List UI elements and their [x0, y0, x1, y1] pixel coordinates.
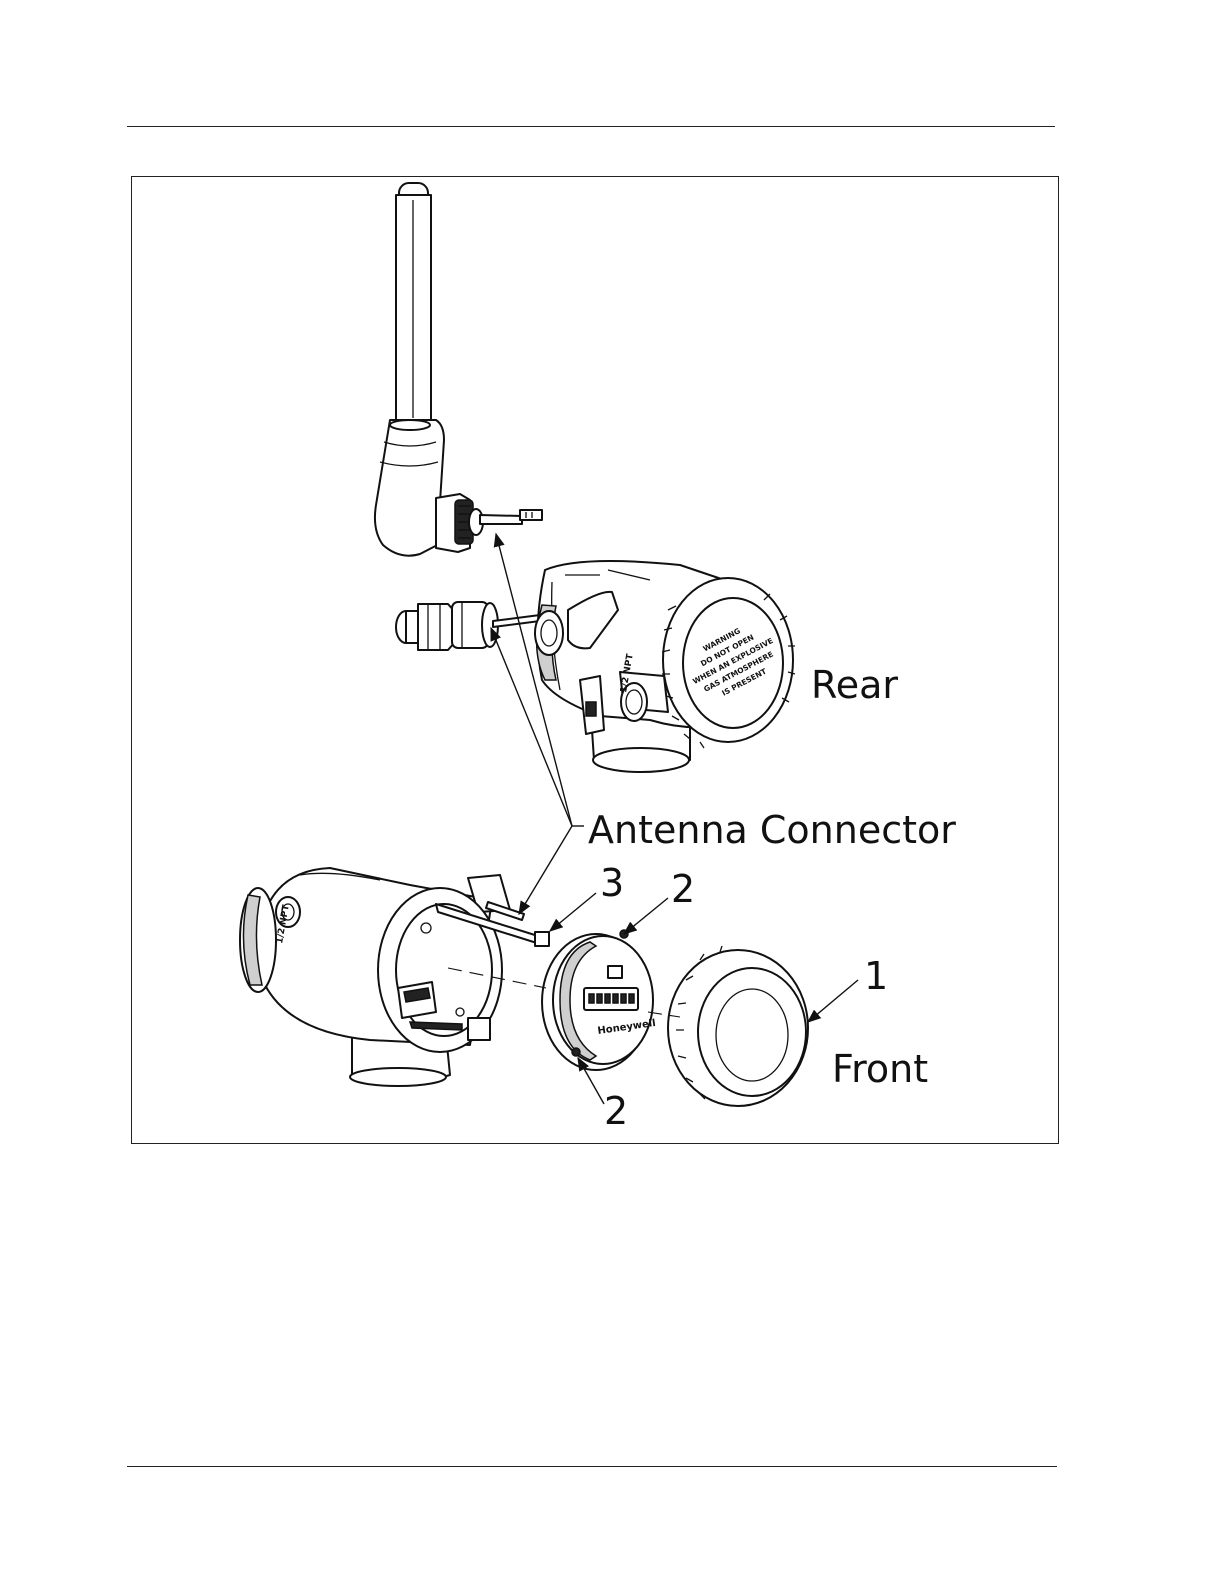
- callout-2-top-leader: [624, 898, 668, 934]
- footer-rule: [127, 1466, 1057, 1467]
- callout-3-leader: [550, 893, 596, 931]
- antenna: [375, 183, 542, 556]
- front-label: Front: [832, 1047, 928, 1091]
- callout-3-label: 3: [600, 861, 624, 905]
- rear-label: Rear: [811, 663, 898, 707]
- antenna-connector-label: Antenna Connector: [588, 808, 956, 852]
- callout-2-bottom-label: 2: [604, 1089, 628, 1133]
- display-module: Honeywell: [542, 930, 656, 1070]
- callout-1-label: 1: [864, 954, 888, 998]
- callout-1-leader: [808, 980, 858, 1022]
- front-cover: [668, 946, 808, 1106]
- antenna-adapter: [396, 602, 540, 650]
- rear-housing: WARNING DO NOT OPEN WHEN AN EXPLOSIVE GA…: [535, 561, 795, 772]
- front-housing: 1/2 NPT: [240, 868, 549, 1086]
- callout-2-top-label: 2: [671, 867, 695, 911]
